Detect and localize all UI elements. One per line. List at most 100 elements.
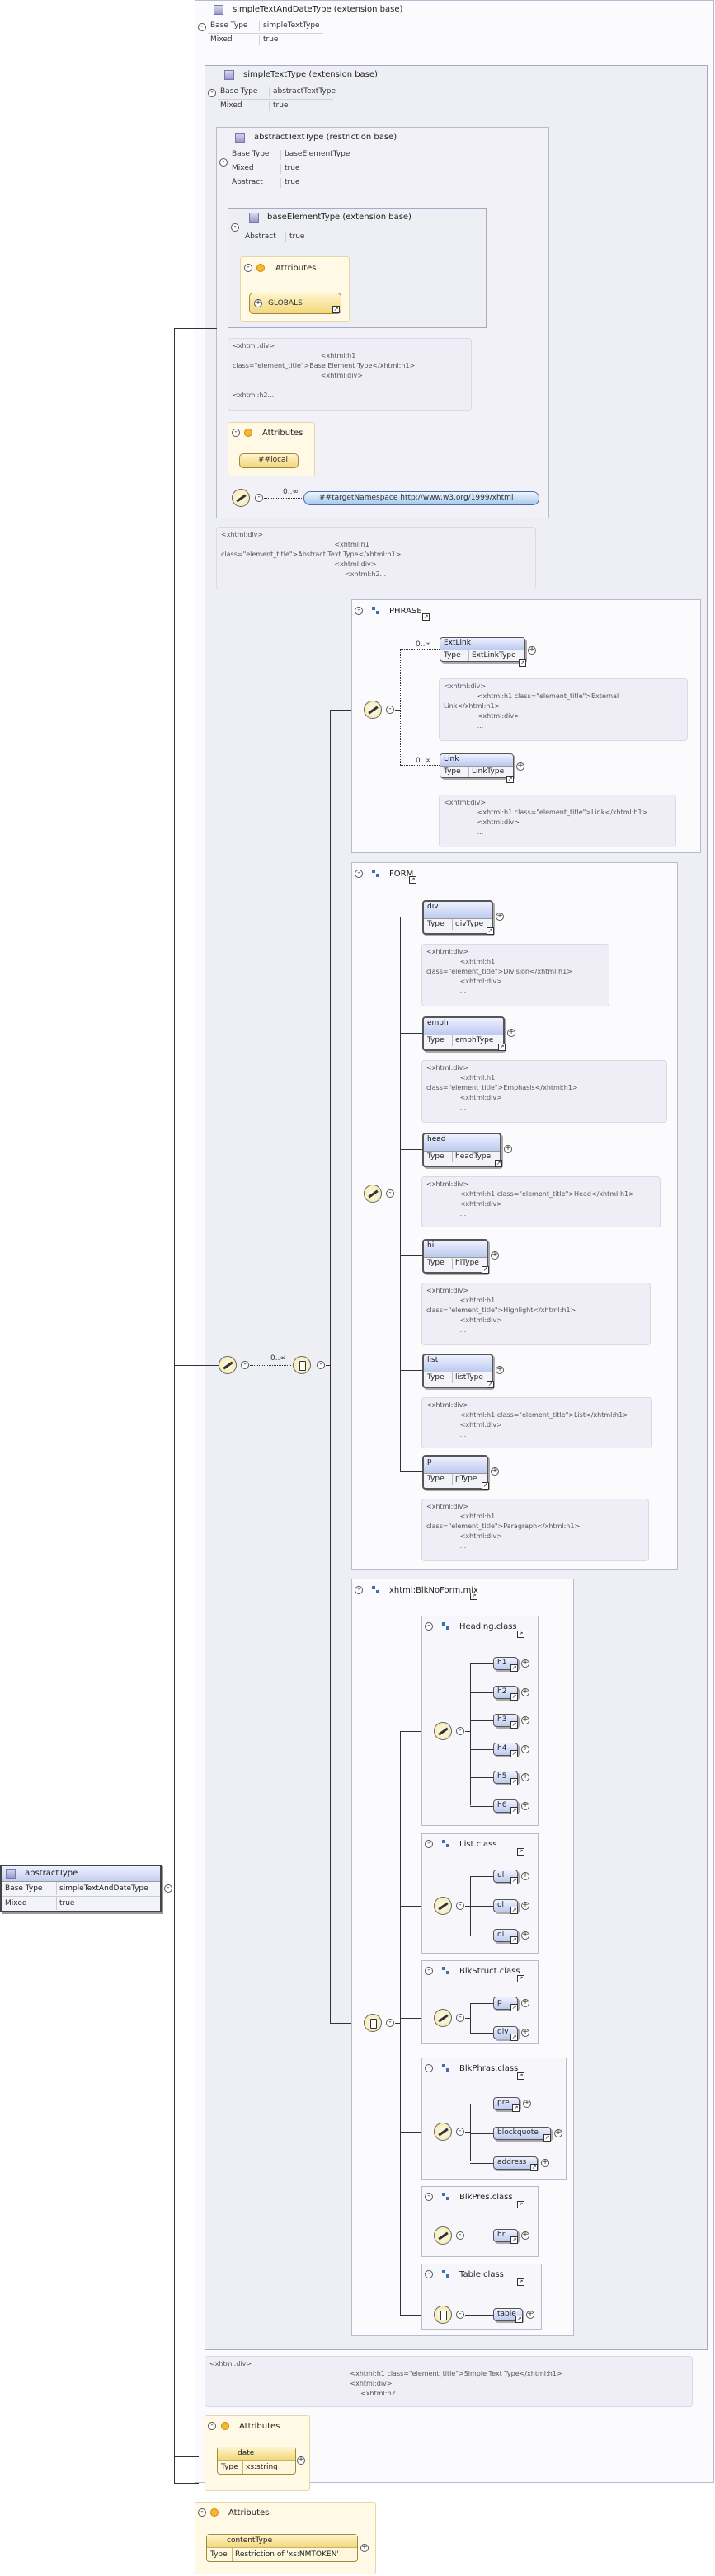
external-link-icon[interactable]: ↗: [517, 2072, 524, 2080]
external-link-icon[interactable]: ↗: [510, 1664, 518, 1672]
sequence-compositor[interactable]: [364, 2014, 382, 2032]
expand-toggle[interactable]: +: [521, 1659, 529, 1668]
collapse-toggle[interactable]: -: [219, 158, 228, 167]
external-link-icon[interactable]: ↗: [422, 613, 430, 621]
expand-toggle[interactable]: +: [297, 2456, 305, 2465]
collapse-toggle[interactable]: -: [208, 2422, 216, 2430]
external-link-icon[interactable]: ↗: [510, 1749, 518, 1757]
expand-toggle[interactable]: +: [528, 645, 536, 655]
external-link-icon[interactable]: ↗: [517, 1848, 524, 1856]
any-namespace[interactable]: ##targetNamespace http://www.w3.org/1999…: [303, 491, 539, 505]
expand-toggle[interactable]: +: [521, 1931, 529, 1940]
external-link-icon[interactable]: ↗: [510, 2236, 518, 2244]
external-link-icon[interactable]: ↗: [470, 1593, 477, 1600]
expand-toggle[interactable]: +: [491, 1466, 499, 1476]
expand-toggle[interactable]: +: [254, 298, 262, 307]
expand-toggle[interactable]: +: [507, 1028, 515, 1037]
collapse-toggle[interactable]: -: [255, 494, 263, 502]
collapse-toggle[interactable]: -: [456, 2128, 464, 2136]
expand-toggle[interactable]: +: [521, 1871, 529, 1880]
expand-toggle[interactable]: +: [521, 1687, 529, 1696]
collapse-toggle[interactable]: -: [456, 2014, 464, 2022]
choice-compositor[interactable]: [434, 1722, 452, 1740]
sequence-compositor[interactable]: [434, 2306, 452, 2324]
expand-toggle[interactable]: +: [496, 912, 504, 921]
globals-attribute-group[interactable]: GLOBALS: [249, 293, 341, 314]
collapse-toggle[interactable]: -: [456, 2311, 464, 2319]
expand-toggle[interactable]: +: [491, 1250, 499, 1260]
choice-compositor[interactable]: [219, 1356, 237, 1374]
external-link-icon[interactable]: ↗: [495, 1160, 502, 1167]
expand-toggle[interactable]: +: [541, 2158, 549, 2167]
element-address[interactable]: address: [493, 2156, 538, 2170]
external-link-icon[interactable]: ↗: [498, 1044, 506, 1051]
attribute-contenttype[interactable]: contentType Type Restriction of 'xs:NMTO…: [206, 2534, 358, 2562]
expand-toggle[interactable]: +: [554, 2128, 562, 2137]
external-link-icon[interactable]: ↗: [510, 2034, 518, 2041]
choice-compositor[interactable]: [364, 1185, 382, 1203]
collapse-toggle[interactable]: -: [355, 607, 363, 615]
external-link-icon[interactable]: ↗: [332, 306, 340, 313]
collapse-toggle[interactable]: -: [164, 1884, 172, 1893]
expand-toggle[interactable]: +: [496, 1365, 504, 1374]
expand-toggle[interactable]: +: [504, 1144, 512, 1153]
external-link-icon[interactable]: ↗: [510, 1778, 518, 1785]
collapse-toggle[interactable]: -: [241, 1361, 249, 1369]
expand-toggle[interactable]: +: [521, 1800, 529, 1810]
external-link-icon[interactable]: ↗: [530, 2164, 538, 2171]
external-link-icon[interactable]: ↗: [506, 776, 514, 783]
collapse-toggle[interactable]: -: [386, 1189, 394, 1198]
collapse-toggle[interactable]: -: [244, 264, 252, 272]
collapse-toggle[interactable]: -: [456, 1902, 464, 1910]
collapse-toggle[interactable]: -: [425, 1967, 433, 1975]
expand-toggle[interactable]: +: [521, 1715, 529, 1724]
collapse-toggle[interactable]: -: [198, 2508, 206, 2517]
expand-toggle[interactable]: +: [516, 762, 524, 771]
expand-toggle[interactable]: +: [521, 1998, 529, 2007]
local-any-attribute[interactable]: ##local: [239, 453, 299, 468]
collapse-toggle[interactable]: -: [355, 870, 363, 878]
expand-toggle[interactable]: +: [521, 2231, 529, 2240]
external-link-icon[interactable]: ↗: [482, 1266, 489, 1274]
choice-compositor[interactable]: [434, 1897, 452, 1915]
any-element-icon[interactable]: [232, 489, 250, 507]
collapse-toggle[interactable]: -: [425, 2270, 433, 2278]
external-link-icon[interactable]: ↗: [517, 1975, 524, 1982]
external-link-icon[interactable]: ↗: [510, 1936, 518, 1944]
external-link-icon[interactable]: ↗: [510, 1692, 518, 1701]
collapse-toggle[interactable]: -: [317, 1361, 325, 1369]
root-abstracttype[interactable]: abstractType Base Type simpleTextAndDate…: [0, 1865, 162, 1912]
choice-compositor[interactable]: [364, 701, 382, 719]
external-link-icon[interactable]: ↗: [517, 1631, 524, 1638]
collapse-toggle[interactable]: -: [198, 23, 206, 31]
external-link-icon[interactable]: ↗: [515, 2316, 523, 2323]
external-link-icon[interactable]: ↗: [510, 1907, 518, 1914]
choice-compositor[interactable]: [434, 2009, 452, 2027]
external-link-icon[interactable]: ↗: [510, 2004, 518, 2011]
sequence-compositor[interactable]: [293, 1356, 311, 1374]
collapse-toggle[interactable]: -: [425, 1622, 433, 1631]
external-link-icon[interactable]: ↗: [482, 1482, 489, 1490]
collapse-toggle[interactable]: -: [208, 89, 216, 97]
external-link-icon[interactable]: ↗: [519, 659, 526, 667]
expand-toggle[interactable]: +: [360, 2543, 369, 2552]
external-link-icon[interactable]: ↗: [487, 1381, 494, 1388]
external-link-icon[interactable]: ↗: [512, 2104, 520, 2112]
external-link-icon[interactable]: ↗: [517, 2201, 524, 2208]
external-link-icon[interactable]: ↗: [510, 1877, 518, 1884]
collapse-toggle[interactable]: -: [456, 2231, 464, 2240]
external-link-icon[interactable]: ↗: [510, 1806, 518, 1814]
collapse-toggle[interactable]: -: [425, 1840, 433, 1848]
collapse-toggle[interactable]: -: [232, 429, 240, 437]
collapse-toggle[interactable]: -: [386, 2019, 394, 2027]
external-link-icon[interactable]: ↗: [487, 927, 494, 935]
expand-toggle[interactable]: +: [521, 2028, 529, 2037]
expand-toggle[interactable]: +: [521, 1772, 529, 1781]
choice-compositor[interactable]: [434, 2226, 452, 2245]
